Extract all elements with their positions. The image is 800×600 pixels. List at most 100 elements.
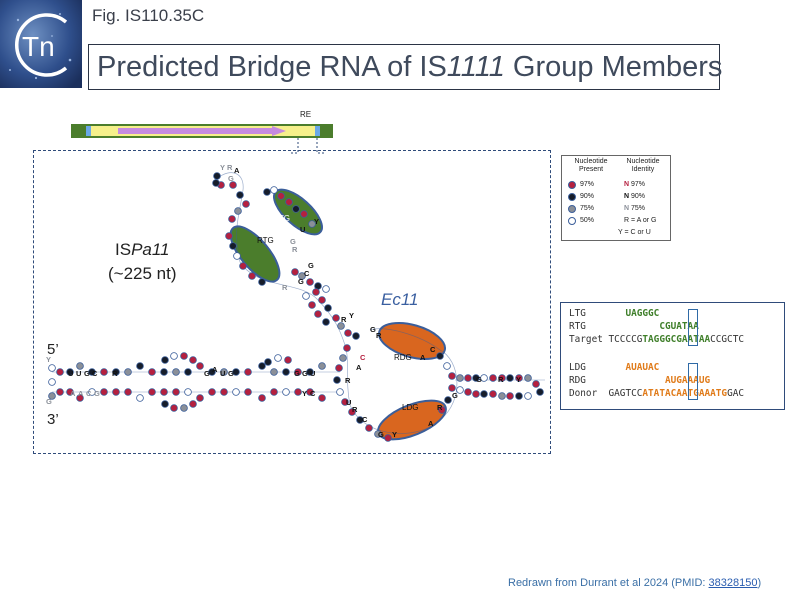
ldg-label: LDG: [402, 403, 418, 412]
nucleotide-letter: Y: [349, 311, 354, 320]
nucleotide-letter: A: [70, 389, 76, 398]
nucleotide-dot: [294, 388, 302, 396]
legend-extra-line: Y = C or U: [618, 229, 651, 236]
legend-dot: [568, 217, 576, 225]
alignment-row: Target TCCCCGTAGGGCGAATAACCGCTC: [569, 333, 744, 346]
nucleotide-dot: [300, 210, 308, 218]
nucleotide-dot: [124, 388, 132, 396]
alignment-row: RTG CGUATAA: [569, 320, 699, 333]
nucleotide-dot: [244, 388, 252, 396]
nucleotide-letter: C: [430, 345, 436, 354]
nucleotide-dot: [88, 388, 96, 396]
nucleotide-dot: [456, 386, 464, 394]
nucleotide-dot: [184, 388, 192, 396]
nucleotide-dot: [100, 388, 108, 396]
nucleotide-dot: [172, 368, 180, 376]
legend-identity-value: 75%: [631, 205, 646, 212]
nucleotide-dot: [384, 434, 392, 442]
alignment-row-label: LTG: [569, 308, 626, 319]
legend-present-value: 50%: [580, 217, 595, 224]
nucleotide-dot: [348, 408, 356, 416]
nucleotide-dot: [472, 374, 480, 382]
nucleotide-letter: Y: [220, 163, 225, 172]
title-prefix: Predicted Bridge RNA of IS: [97, 51, 447, 83]
nucleotide-dot: [489, 374, 497, 382]
nucleotide-dot: [515, 374, 523, 382]
legend-identity-letter: N: [624, 193, 631, 200]
nucleotide-dot: [100, 368, 108, 376]
nucleotide-letter: A: [420, 353, 426, 362]
nucleotide-letter: G: [204, 369, 210, 378]
nucleotide-letter: A: [428, 419, 434, 428]
alignment-row-label: RTG: [569, 321, 660, 332]
nucleotide-dot: [161, 356, 169, 364]
legend-dot: [568, 181, 576, 189]
nucleotide-dot: [136, 362, 144, 370]
nucleotide-letter: C: [304, 269, 310, 278]
nucleotide-dot: [233, 252, 241, 260]
title-italic: 1111: [446, 51, 505, 83]
nucleotide-letter: Y: [392, 430, 397, 439]
nucleotide-dot: [524, 392, 532, 400]
nucleotide-dot: [184, 368, 192, 376]
alignment-sequence: GAC: [727, 388, 744, 399]
nucleotide-dot: [489, 390, 497, 398]
nucleotide-dot: [336, 388, 344, 396]
nucleotide-dot: [322, 318, 330, 326]
bridge-rna-panel: [33, 150, 551, 454]
nucleotide-dot: [263, 188, 271, 196]
nucleotide-dot: [498, 392, 506, 400]
nucleotide-dot: [291, 268, 299, 276]
citation-close: ): [757, 577, 762, 589]
rtg-label: RTG: [257, 236, 274, 245]
three-prime-end-label: 3’: [47, 411, 59, 428]
nucleotide-dot: [480, 390, 488, 398]
nucleotide-dot: [322, 285, 330, 293]
nucleotide-dot: [532, 380, 540, 388]
nucleotide-dot: [480, 374, 488, 382]
rtg-loop: [229, 225, 281, 283]
nucleotide-dot: [448, 384, 456, 392]
nucleotide-dot: [335, 364, 343, 372]
nucleotide-letter: R: [282, 283, 288, 292]
legend-row: 50% R = A or G: [568, 216, 657, 226]
nucleotide-dot: [56, 388, 64, 396]
nucleotide-letter: U: [346, 398, 351, 407]
nucleotide-letter: R: [292, 245, 298, 254]
nucleotide-letter: U: [76, 369, 81, 378]
nucleotide-dot: [374, 430, 382, 438]
legend-identity: N 97%: [624, 180, 645, 190]
ispa11-label: ISPa11 (~225 nt): [108, 238, 177, 286]
ispa-prefix: IS: [115, 240, 132, 259]
nucleotide-dot: [208, 368, 216, 376]
nucleotide-dot: [352, 332, 360, 340]
nucleotide-letter: R: [437, 403, 443, 412]
legend-identity-value: R = A or G: [624, 217, 657, 224]
nucleotide-letter: A: [234, 166, 240, 175]
nucleotide-letter: U: [310, 369, 315, 378]
nucleotide-dot: [498, 374, 506, 382]
re-label: RE: [300, 110, 312, 119]
nucleotide-dot: [66, 368, 74, 376]
nucleotide-dot: [324, 304, 332, 312]
alignment-row: Donor GAGTCCATATACAATGAAATGGAC: [569, 387, 744, 400]
legend-identity: N 90%: [624, 192, 645, 202]
nucleotide-letter: R: [498, 375, 504, 384]
nucleotide-letter: A: [78, 389, 84, 398]
nucleotide-dot: [438, 406, 446, 414]
nucleotide-dot: [48, 392, 56, 400]
nucleotide-letter: R: [352, 405, 358, 414]
legend-row: 97% N 97%: [568, 180, 645, 190]
ec11-label: Ec11: [381, 290, 419, 309]
pmid-link[interactable]: 38328150: [708, 577, 758, 589]
nucleotide-dot: [285, 198, 293, 206]
nucleotide-dot: [356, 416, 364, 424]
legend-present-value: 97%: [580, 181, 595, 188]
alignment-sequence: TAGGGCGAATAA: [642, 334, 711, 345]
title-suffix: Group Members: [504, 51, 723, 83]
legend-identity-letter: N: [624, 181, 631, 188]
nucleotide-dot: [229, 242, 237, 250]
nucleotide-dot: [88, 368, 96, 376]
nucleotide-dot: [220, 368, 228, 376]
nucleotide-dot: [76, 362, 84, 370]
